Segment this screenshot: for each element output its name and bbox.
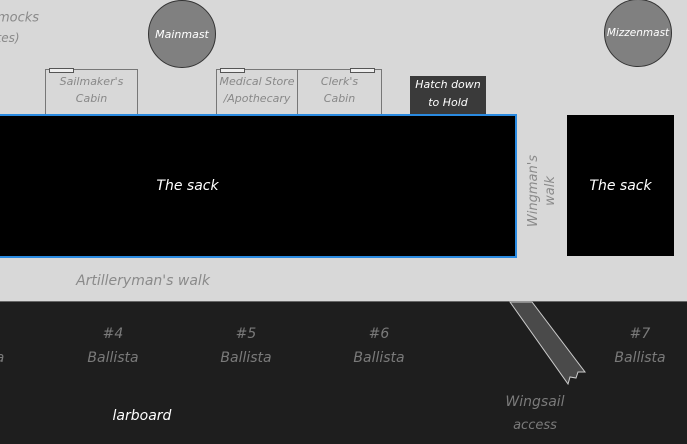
mainmast[interactable]: Mainmast (148, 0, 216, 68)
cabin-label: Cabin (75, 92, 108, 105)
hammocks-label-partial: mocks (0, 10, 40, 26)
hammocks-sublabel-partial: tes) (0, 31, 20, 45)
artillerymans-walk-label: Artilleryman's walk (76, 273, 210, 289)
larboard-label: larboard (112, 408, 172, 424)
mainmast-label: Mainmast (155, 27, 209, 41)
cabin-label: Cabin (323, 92, 356, 105)
ramp-shape (509, 301, 587, 386)
sack-label: The sack (589, 177, 652, 194)
mizzenmast-label: Mizzenmast (606, 27, 670, 39)
cabin-label: /Apothecary (223, 92, 291, 105)
sack-main[interactable]: The sack (0, 114, 517, 258)
door (220, 68, 245, 73)
door (350, 68, 375, 73)
cabin-label: Sailmaker's (59, 75, 124, 88)
medical-store[interactable]: Medical Store/Apothecary (216, 68, 298, 114)
cabin-label: Clerk's (320, 75, 359, 88)
door (49, 68, 74, 73)
sack-label: The sack (156, 178, 219, 194)
ballista-partial: a (0, 346, 4, 370)
mizzenmast[interactable]: Mizzenmast (604, 0, 672, 67)
cabin-label: Medical Store (219, 75, 295, 88)
sack-right[interactable]: The sack (567, 115, 674, 256)
hatch-label: to Hold (428, 96, 468, 109)
hatch-to-hold[interactable]: Hatch down to Hold (410, 76, 486, 114)
hatch-label: Hatch down (415, 78, 481, 91)
